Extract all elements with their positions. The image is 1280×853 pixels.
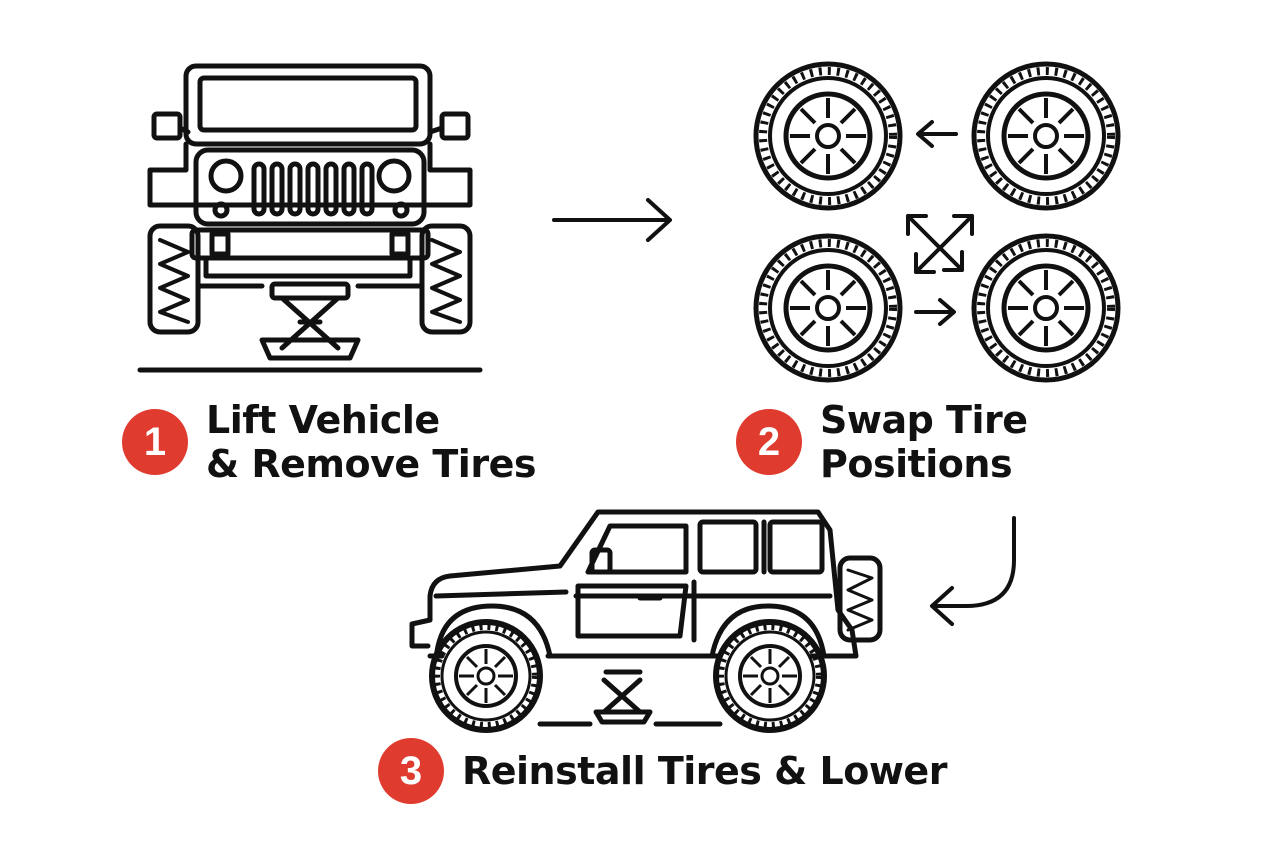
step-1-text: Lift Vehicle & Remove Tires	[206, 398, 536, 486]
tire-rotation-illustration	[756, 64, 1118, 380]
jack-icon	[259, 281, 361, 361]
step-1-line-2: & Remove Tires	[206, 442, 536, 486]
curved-arrow-icon	[930, 516, 1016, 626]
step-2-text: Swap Tire Positions	[820, 398, 1028, 486]
right-arrow-icon	[552, 198, 672, 242]
step-3-badge: 3	[378, 738, 444, 804]
step-2-line-1: Swap Tire	[820, 398, 1028, 442]
step-2-badge: 2	[736, 409, 802, 475]
step-3-line-1: Reinstall Tires & Lower	[462, 749, 947, 793]
jeep-front-illustration	[137, 63, 483, 373]
step-1-line-1: Lift Vehicle	[206, 398, 440, 442]
jeep-side-illustration	[409, 509, 883, 727]
jack-icon	[593, 669, 653, 725]
tire-icon	[974, 236, 1118, 380]
step-2-label: 2 Swap Tire Positions	[736, 398, 1028, 486]
tire-icon	[432, 622, 540, 730]
tire-icon	[756, 236, 900, 380]
step-3-text: Reinstall Tires & Lower	[462, 749, 947, 793]
step-2-line-2: Positions	[820, 442, 1013, 486]
step-1-label: 1 Lift Vehicle & Remove Tires	[122, 398, 536, 486]
tire-icon	[756, 64, 900, 208]
tire-icon	[974, 64, 1118, 208]
step-1-badge: 1	[122, 409, 188, 475]
tire-icon	[716, 622, 824, 730]
step-3-label: 3 Reinstall Tires & Lower	[378, 738, 947, 804]
